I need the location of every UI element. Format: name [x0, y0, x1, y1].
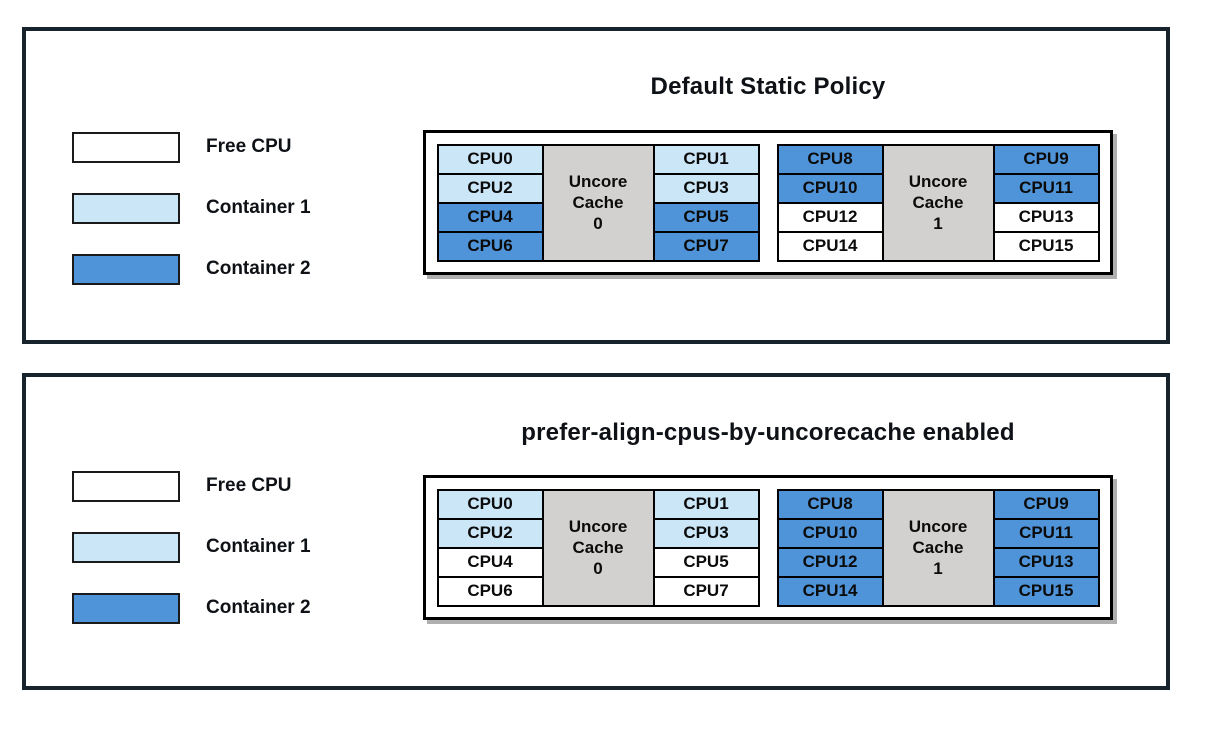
panel-prefer-align-uncorecache: prefer-align-cpus-by-uncorecache enabled…	[22, 373, 1170, 690]
cpu-cell: CPU0	[438, 490, 542, 518]
legend-swatch-free-cpu	[72, 131, 180, 163]
uncore-cache-label-line: 1	[933, 214, 943, 233]
legend-label: Container 2	[206, 258, 311, 279]
cpu-diagram: CPU0 Uncore Cache 0 CPU1 CPU2 CPU3 CPU4 …	[423, 475, 1113, 620]
legend-item: Free CPU	[72, 131, 311, 163]
cpu-cell: CPU12	[778, 548, 882, 576]
cpu-cell: CPU13	[994, 203, 1098, 231]
cpu-cell: CPU8	[778, 490, 882, 518]
uncore-cache-label-line: Cache	[572, 193, 624, 212]
uncore-cache-block: Uncore Cache 0	[543, 145, 653, 260]
cpu-cell: CPU12	[778, 203, 882, 231]
cpu-cell: CPU14	[778, 577, 882, 605]
cpu-cell: CPU4	[438, 548, 542, 576]
uncore-cache-block: Uncore Cache 1	[883, 145, 993, 260]
cpu-cell: CPU8	[778, 145, 882, 173]
uncore-cache-block: Uncore Cache 0	[543, 490, 653, 605]
cpu-cell: CPU1	[654, 145, 758, 173]
cpu-cell: CPU13	[994, 548, 1098, 576]
legend-swatch-container-2	[72, 253, 180, 285]
cpu-cell: CPU1	[654, 490, 758, 518]
cpu-cell: CPU4	[438, 203, 542, 231]
cpu-cell: CPU11	[994, 174, 1098, 202]
uncore-cache-label-line: Uncore	[568, 172, 628, 191]
legend-swatch-container-1	[72, 531, 180, 563]
uncore-cache-label-line: Cache	[912, 538, 964, 557]
uncore-cache-block: Uncore Cache 1	[883, 490, 993, 605]
cpu-cell: CPU10	[778, 174, 882, 202]
legend-item: Container 2	[72, 592, 311, 624]
legend-label: Container 1	[206, 536, 311, 557]
cpu-cell: CPU14	[778, 232, 882, 260]
uncore-cache-label-line: Uncore	[908, 517, 968, 536]
uncore-cache-label-line: 0	[593, 214, 603, 233]
cpu-cell: CPU3	[654, 519, 758, 547]
uncore-cache-group-1: CPU8 Uncore Cache 1 CPU9 CPU10 CPU11 CPU…	[776, 488, 1100, 607]
cpu-cell: CPU11	[994, 519, 1098, 547]
legend-label: Free CPU	[206, 136, 292, 157]
uncore-cache-label-line: 0	[593, 559, 603, 578]
legend-item: Free CPU	[72, 470, 311, 502]
cpu-cell: CPU15	[994, 232, 1098, 260]
uncore-cache-label-line: 1	[933, 559, 943, 578]
legend-item: Container 2	[72, 253, 311, 285]
uncore-cache-group-0: CPU0 Uncore Cache 0 CPU1 CPU2 CPU3 CPU4 …	[436, 488, 760, 607]
cpu-cell: CPU6	[438, 232, 542, 260]
cpu-cell: CPU7	[654, 232, 758, 260]
legend-label: Container 2	[206, 597, 311, 618]
uncore-cache-group-1: CPU8 Uncore Cache 1 CPU9 CPU10 CPU11 CPU…	[776, 143, 1100, 262]
cpu-cell: CPU9	[994, 145, 1098, 173]
cpu-cell: CPU5	[654, 548, 758, 576]
panel-title: Default Static Policy	[650, 73, 886, 100]
panel-default-static-policy: Default Static Policy Free CPU Container…	[22, 27, 1170, 344]
cpu-diagram: CPU0 Uncore Cache 0 CPU1 CPU2 CPU3 CPU4 …	[423, 130, 1113, 275]
legend-swatch-free-cpu	[72, 470, 180, 502]
cpu-cell: CPU15	[994, 577, 1098, 605]
cpu-cell: CPU3	[654, 174, 758, 202]
legend-swatch-container-1	[72, 192, 180, 224]
cpu-cell: CPU7	[654, 577, 758, 605]
legend-swatch-container-2	[72, 592, 180, 624]
cpu-cell: CPU5	[654, 203, 758, 231]
cpu-cell: CPU9	[994, 490, 1098, 518]
cpu-cell: CPU2	[438, 519, 542, 547]
legend-item: Container 1	[72, 531, 311, 563]
legend: Free CPU Container 1 Container 2	[72, 131, 311, 285]
uncore-cache-label-line: Cache	[912, 193, 964, 212]
legend-item: Container 1	[72, 192, 311, 224]
uncore-cache-label-line: Cache	[572, 538, 624, 557]
uncore-cache-label-line: Uncore	[908, 172, 968, 191]
legend-label: Container 1	[206, 197, 311, 218]
cpu-cell: CPU6	[438, 577, 542, 605]
panel-title: prefer-align-cpus-by-uncorecache enabled	[521, 419, 1015, 446]
cpu-cell: CPU10	[778, 519, 882, 547]
legend: Free CPU Container 1 Container 2	[72, 470, 311, 624]
uncore-cache-label-line: Uncore	[568, 517, 628, 536]
legend-label: Free CPU	[206, 475, 292, 496]
cpu-cell: CPU2	[438, 174, 542, 202]
uncore-cache-group-0: CPU0 Uncore Cache 0 CPU1 CPU2 CPU3 CPU4 …	[436, 143, 760, 262]
cpu-cell: CPU0	[438, 145, 542, 173]
